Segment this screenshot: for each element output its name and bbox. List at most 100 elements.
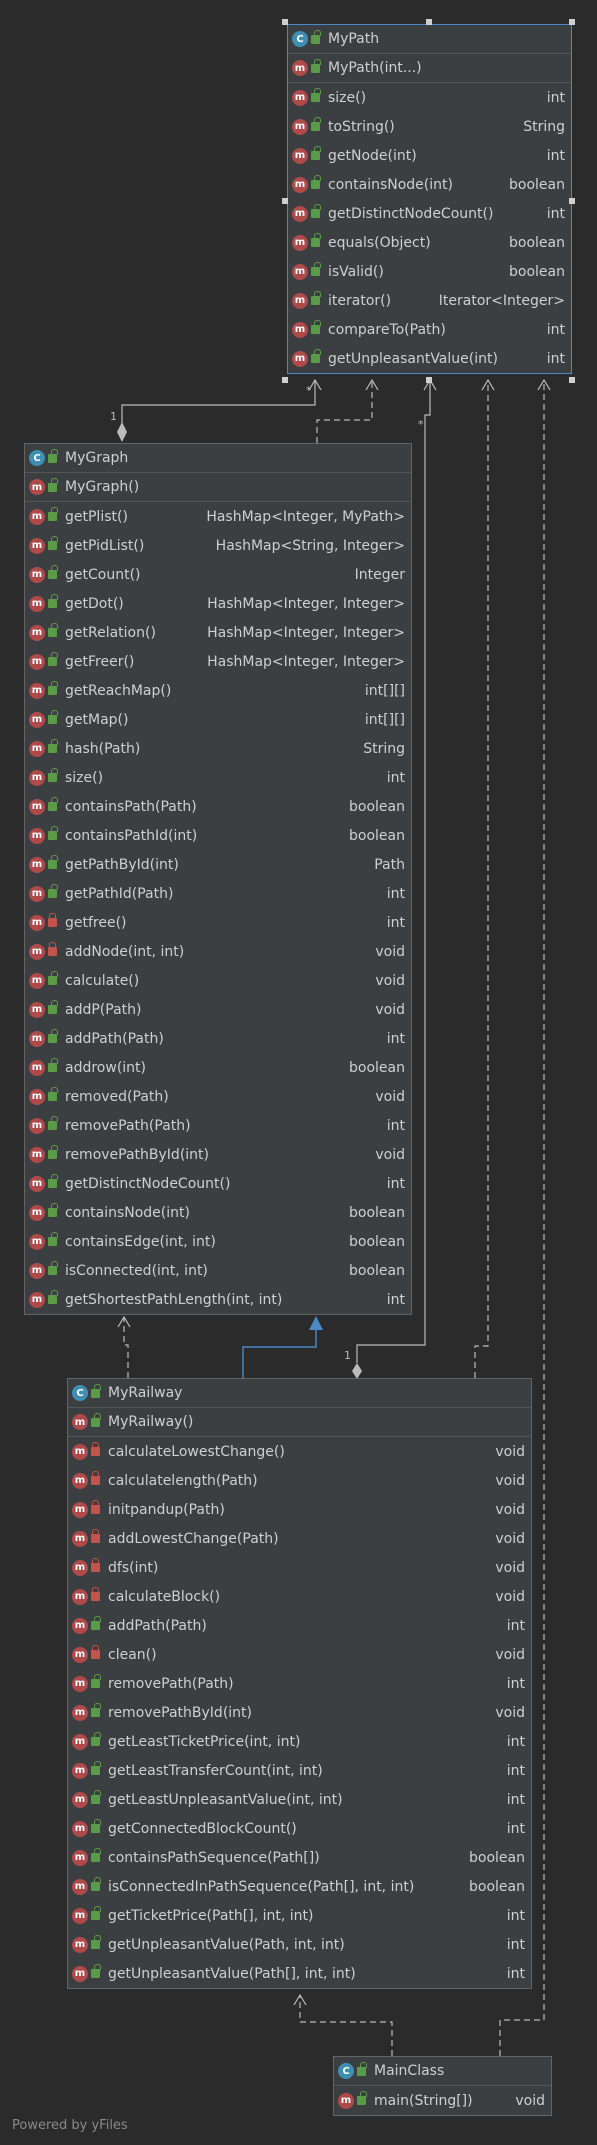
method-return-type: int: [506, 1617, 525, 1634]
selection-handle[interactable]: [426, 19, 432, 25]
edge-railway-path-dependency: [474, 380, 489, 1378]
selection-handle[interactable]: [282, 19, 288, 25]
method-icon: m: [292, 350, 308, 367]
method-return-type: HashMap<Integer, MyPath>: [206, 508, 405, 525]
public-visibility-icon: [48, 594, 58, 608]
method-return-type: int: [506, 1965, 525, 1982]
public-visibility-icon: [48, 1000, 58, 1014]
selection-handle[interactable]: [569, 19, 575, 25]
selection-handle[interactable]: [426, 377, 432, 383]
method-icon: m: [72, 1965, 88, 1982]
method-return-type: void: [495, 1501, 525, 1518]
public-visibility-icon: [311, 58, 321, 73]
method-return-type: Path: [374, 856, 405, 873]
selection-handle[interactable]: [569, 198, 575, 204]
class-name: MyGraph: [65, 450, 129, 466]
method-icon: m: [338, 2092, 354, 2109]
arrowhead-railway: [293, 1993, 307, 2006]
selection-handle[interactable]: [569, 377, 575, 383]
method-icon: m: [292, 147, 308, 164]
method-icon: m: [72, 1936, 88, 1953]
method-return-type: int: [506, 1907, 525, 1924]
selection-handle[interactable]: [282, 377, 288, 383]
method-icon: m: [29, 1059, 45, 1076]
method-icon: m: [29, 798, 45, 815]
method-signature: getUnpleasantValue(Path[], int, int): [108, 1965, 356, 1982]
public-visibility-icon: [91, 1616, 101, 1630]
selection-handle[interactable]: [282, 198, 288, 204]
method-return-type: HashMap<Integer, Integer>: [207, 653, 405, 670]
method-return-type: boolean: [469, 1849, 525, 1866]
method-icon: m: [72, 1588, 88, 1605]
method-icon: m: [29, 972, 45, 989]
method-signature: clean(): [108, 1646, 157, 1663]
public-visibility-icon: [48, 855, 58, 869]
method-row[interactable]: m getUnpleasantValue(Path[], int, int) int: [68, 1959, 531, 1988]
